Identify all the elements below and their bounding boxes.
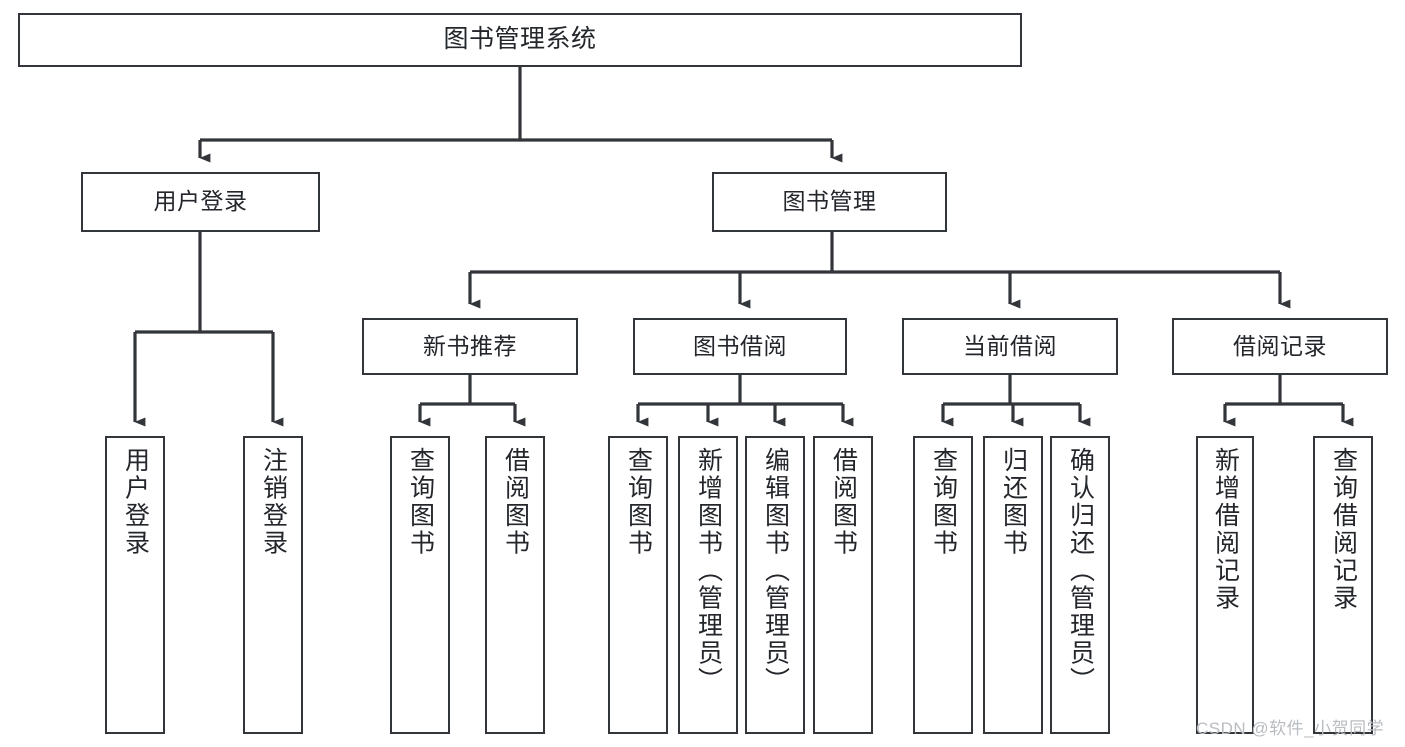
leaf-borrow-book-bb[interactable]: 借阅图书 — [813, 436, 873, 734]
node-borrow-record-label: 借阅记录 — [1233, 332, 1327, 359]
leaf-return-book-label: 归还图书 — [999, 447, 1028, 557]
leaf-query-borrow-record[interactable]: 查询借阅记录 — [1313, 436, 1373, 734]
leaf-query-book-bb[interactable]: 查询图书 — [608, 436, 668, 734]
leaf-add-book-admin[interactable]: 新增图书（管理员） — [678, 436, 738, 734]
node-user-login[interactable]: 用户登录 — [81, 172, 320, 232]
node-root[interactable]: 图书管理系统 — [18, 13, 1022, 67]
leaf-user-login-label: 用户登录 — [121, 447, 150, 557]
leaf-logout-label: 注销登录 — [259, 447, 288, 557]
leaf-add-borrow-record[interactable]: 新增借阅记录 — [1196, 436, 1254, 734]
leaf-edit-book-admin-label: 编辑图书（管理员） — [761, 447, 790, 695]
leaf-query-book-nbr-label: 查询图书 — [406, 447, 435, 557]
leaf-add-book-admin-label: 新增图书（管理员） — [694, 447, 723, 695]
leaf-borrow-book-bb-label: 借阅图书 — [829, 447, 858, 557]
leaf-confirm-return-admin-label: 确认归还（管理员） — [1066, 447, 1095, 695]
node-borrow-record[interactable]: 借阅记录 — [1172, 318, 1388, 375]
leaf-query-borrow-record-label: 查询借阅记录 — [1329, 447, 1358, 612]
node-current-borrow[interactable]: 当前借阅 — [902, 318, 1118, 375]
leaf-logout[interactable]: 注销登录 — [243, 436, 303, 734]
leaf-borrow-book-nbr-label: 借阅图书 — [501, 447, 530, 557]
leaf-return-book[interactable]: 归还图书 — [983, 436, 1043, 734]
leaf-confirm-return-admin[interactable]: 确认归还（管理员） — [1050, 436, 1110, 734]
leaf-borrow-book-nbr[interactable]: 借阅图书 — [485, 436, 545, 734]
leaf-edit-book-admin[interactable]: 编辑图书（管理员） — [745, 436, 805, 734]
node-root-label: 图书管理系统 — [443, 25, 597, 54]
leaf-query-book-bb-label: 查询图书 — [624, 447, 653, 557]
leaf-query-book-nbr[interactable]: 查询图书 — [390, 436, 450, 734]
leaf-user-login[interactable]: 用户登录 — [105, 436, 165, 734]
leaf-query-book-cb-label: 查询图书 — [929, 447, 958, 557]
node-new-book-recommend-label: 新书推荐 — [423, 332, 517, 359]
leaf-add-borrow-record-label: 新增借阅记录 — [1211, 447, 1240, 612]
node-book-borrow-label: 图书借阅 — [693, 332, 787, 359]
node-book-borrow[interactable]: 图书借阅 — [633, 318, 847, 375]
node-book-management-label: 图书管理 — [782, 188, 877, 215]
node-current-borrow-label: 当前借阅 — [963, 332, 1057, 359]
node-user-login-label: 用户登录 — [153, 188, 248, 215]
tree-connectors — [133, 67, 1354, 427]
leaf-query-book-cb[interactable]: 查询图书 — [913, 436, 973, 734]
node-new-book-recommend[interactable]: 新书推荐 — [362, 318, 578, 375]
node-book-management[interactable]: 图书管理 — [712, 172, 947, 232]
csdn-watermark: CSDN @软件_小贺同学 — [1196, 719, 1385, 738]
